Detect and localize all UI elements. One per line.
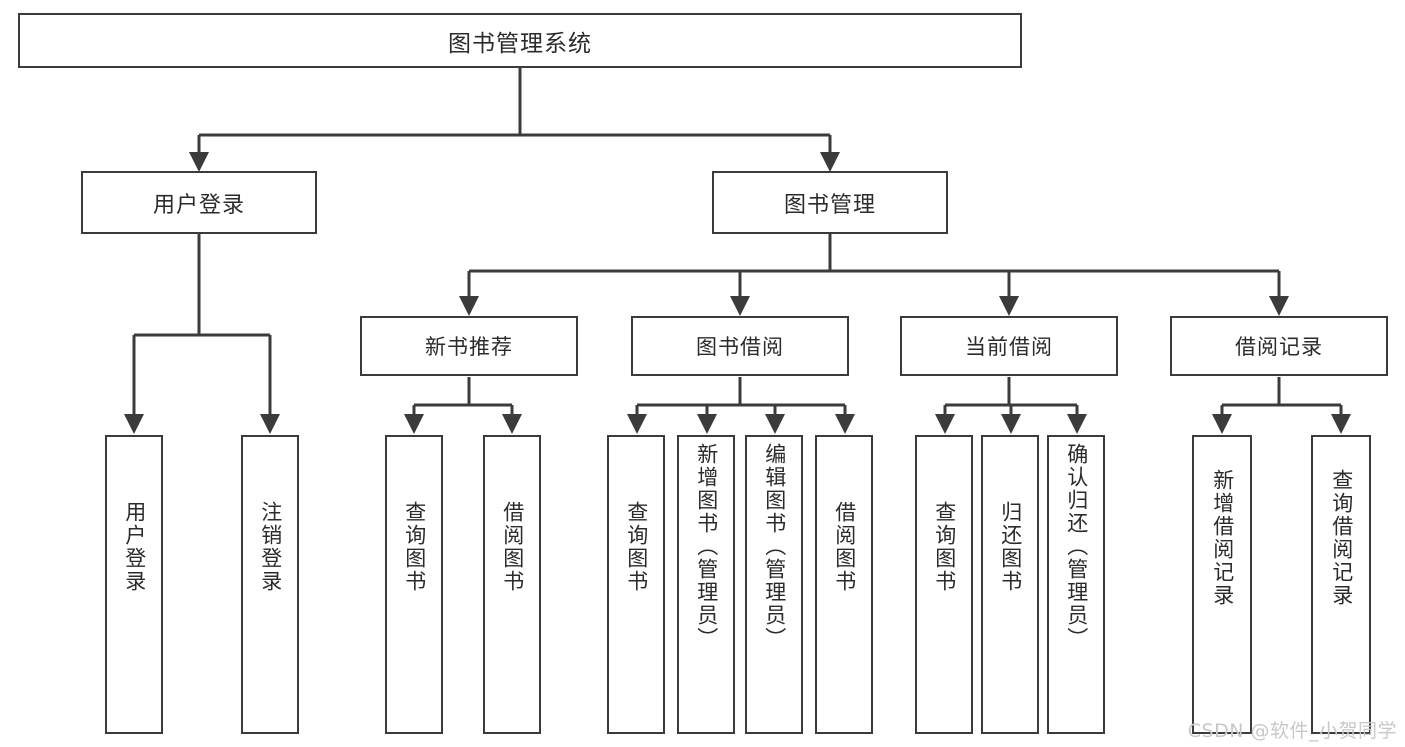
node-leaf-query-book-recommend[interactable]: 查询图书: [385, 435, 443, 734]
node-leaf-query-borrow-record[interactable]: 查询借阅记录: [1311, 435, 1371, 734]
node-leaf-add-book-label: 新增图书（管理员）: [694, 443, 719, 650]
node-user-login-label: 用户登录: [152, 192, 245, 218]
node-leaf-query-book-borrow[interactable]: 查询图书: [607, 435, 665, 734]
node-leaf-query-book-borrow-label: 查询图书: [624, 501, 649, 593]
node-new-book-recommend[interactable]: 新书推荐: [360, 316, 578, 376]
node-leaf-query-borrow-record-label: 查询借阅记录: [1329, 469, 1354, 607]
node-book-manage-label: 图书管理: [783, 192, 876, 218]
node-leaf-return-book[interactable]: 归还图书: [981, 435, 1039, 734]
node-new-book-recommend-label: 新书推荐: [425, 335, 513, 359]
node-leaf-query-book-current[interactable]: 查询图书: [915, 435, 973, 734]
node-leaf-confirm-return-label: 确认归还（管理员）: [1064, 443, 1089, 650]
node-leaf-user-logout[interactable]: 注销登录: [241, 435, 299, 734]
node-leaf-borrow-book-recommend-label: 借阅图书: [500, 501, 525, 593]
node-leaf-add-book[interactable]: 新增图书（管理员）: [677, 435, 735, 734]
node-leaf-user-logout-label: 注销登录: [258, 501, 283, 593]
node-leaf-edit-book[interactable]: 编辑图书（管理员）: [745, 435, 803, 734]
node-root-label: 图书管理系统: [448, 30, 592, 57]
node-leaf-user-login[interactable]: 用户登录: [105, 435, 163, 734]
node-leaf-borrow-book-recommend[interactable]: 借阅图书: [483, 435, 541, 734]
csdn-watermark: CSDN @软件_小贺同学: [1187, 720, 1397, 742]
node-borrow-record-label: 借阅记录: [1235, 335, 1323, 359]
node-user-login[interactable]: 用户登录: [81, 171, 317, 234]
node-book-borrow-label: 图书借阅: [696, 335, 784, 359]
node-current-borrow-label: 当前借阅: [965, 335, 1053, 359]
node-borrow-record[interactable]: 借阅记录: [1170, 316, 1388, 376]
node-leaf-edit-book-label: 编辑图书（管理员）: [762, 443, 787, 650]
node-leaf-add-borrow-record-label: 新增借阅记录: [1210, 469, 1235, 607]
node-leaf-query-book-current-label: 查询图书: [932, 501, 957, 593]
node-leaf-borrow-book[interactable]: 借阅图书: [815, 435, 873, 734]
node-leaf-return-book-label: 归还图书: [998, 501, 1023, 593]
node-root-book-management-system[interactable]: 图书管理系统: [18, 13, 1022, 68]
node-leaf-user-login-label: 用户登录: [122, 501, 147, 593]
node-leaf-borrow-book-label: 借阅图书: [832, 501, 857, 593]
node-leaf-confirm-return[interactable]: 确认归还（管理员）: [1047, 435, 1105, 734]
node-book-manage[interactable]: 图书管理: [712, 171, 948, 234]
node-current-borrow[interactable]: 当前借阅: [900, 316, 1118, 376]
node-leaf-add-borrow-record[interactable]: 新增借阅记录: [1192, 435, 1252, 734]
node-leaf-query-book-recommend-label: 查询图书: [402, 501, 427, 593]
node-book-borrow[interactable]: 图书借阅: [631, 316, 849, 376]
